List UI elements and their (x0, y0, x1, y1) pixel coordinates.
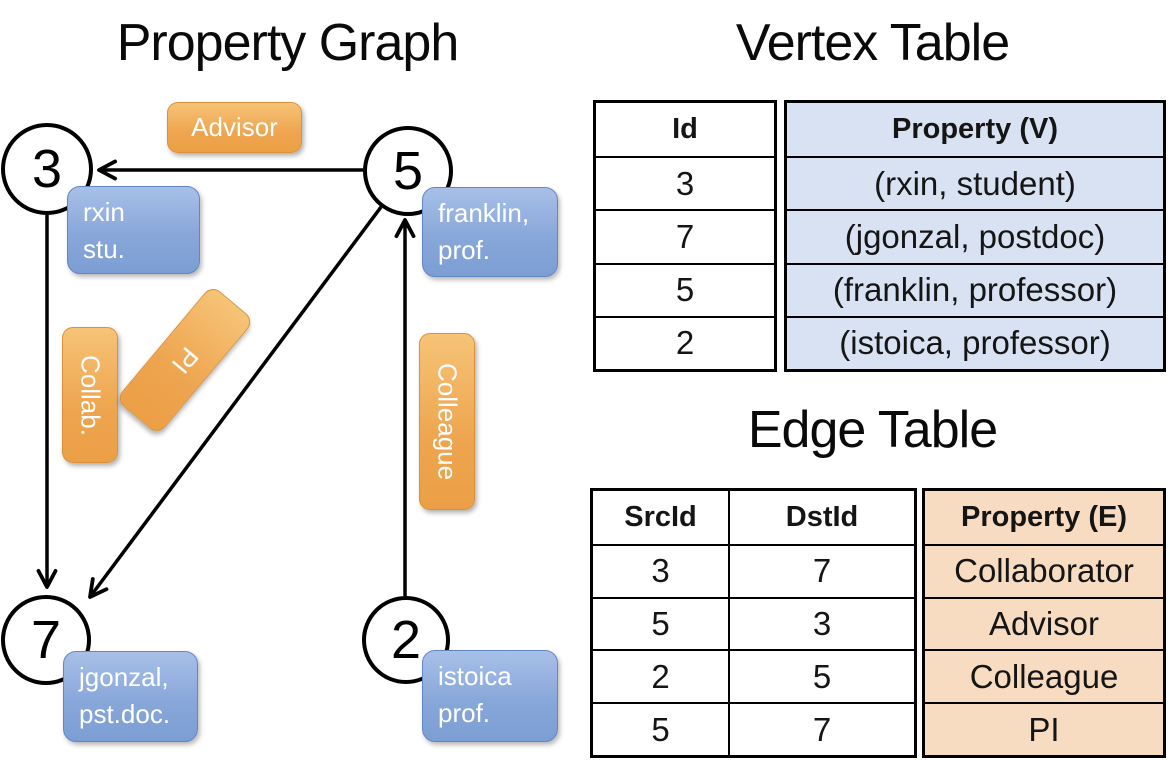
vertex-table-property-header: Property (V) (892, 113, 1058, 146)
edge-table-row-property: Collaborator (925, 543, 1163, 597)
edge-label-collab-text: Collab. (75, 354, 106, 436)
vertex-table-row-property: (franklin, professor) (787, 262, 1163, 316)
edge-table-property-header: Property (E) (961, 500, 1127, 533)
node-7-property-line2: pst.doc. (79, 699, 171, 729)
vertex-table-row-id: 5 (596, 262, 774, 316)
edge-table-dst-header: DstId (728, 491, 914, 544)
node-2-property-line2: prof. (438, 698, 491, 728)
node-3-property-box: rxin stu. (67, 186, 200, 274)
edge-table-header-row: SrcId DstId (593, 491, 914, 544)
edge-table-src-header: SrcId (624, 500, 697, 533)
graph-node-3: 3 (1, 123, 93, 215)
edge-label-pi-text: PI (165, 341, 205, 380)
edge-label-colleague: Colleague (419, 333, 475, 510)
edge-table-row: 5 3 (593, 596, 914, 650)
edge-table-src-dst-columns: SrcId DstId 3 7 5 3 2 5 5 7 (590, 488, 917, 758)
edge-table-row-src: 3 (651, 552, 670, 590)
edge-table-row-property: Colleague (925, 649, 1163, 702)
edge-table-row: 5 7 (593, 702, 914, 755)
node-7-id: 7 (30, 610, 62, 670)
node-5-property-box: franklin, prof. (422, 187, 558, 277)
node-5-id: 5 (392, 141, 424, 201)
edge-table-row-dst: 7 (728, 545, 914, 597)
node-7-property-line1: jgonzal, (79, 662, 169, 692)
node-2-property-line1: istoica (438, 661, 512, 691)
vertex-table-title: Vertex Table (735, 14, 1010, 72)
vertex-table-property-column: Property (V) (rxin, student) (jgonzal, p… (784, 100, 1166, 372)
edge-label-colleague-text: Colleague (432, 362, 463, 481)
edge-table-row-dst: 3 (728, 598, 914, 650)
node-7-property-box: jgonzal, pst.doc. (63, 651, 198, 742)
node-3-property-line1: rxin (83, 197, 125, 227)
edge-table-row-src: 2 (651, 657, 670, 695)
vertex-table-row-id: 3 (596, 156, 774, 209)
edge-label-collab: Collab. (62, 327, 118, 463)
vertex-table-row-property: (jgonzal, postdoc) (787, 209, 1163, 262)
vertex-table-row-id: 7 (596, 209, 774, 262)
property-graph-title: Property Graph (116, 14, 460, 72)
edge-table-row-property: PI (925, 702, 1163, 755)
node-3-id: 3 (31, 139, 63, 199)
edge-table-row-src: 5 (651, 710, 670, 748)
edge-table-title: Edge Table (747, 401, 998, 459)
edge-table-property-column: Property (E) Collaborator Advisor Collea… (922, 488, 1166, 758)
edge-pi-5-to-7 (88, 205, 383, 599)
vertex-table-row-property: (istoica, professor) (787, 315, 1163, 369)
node-3-property-line2: stu. (83, 234, 125, 264)
node-2-property-box: istoica prof. (422, 650, 558, 742)
node-5-property-line2: prof. (438, 235, 491, 265)
edge-table-row-dst: 5 (728, 651, 914, 703)
edge-label-advisor-text: Advisor (191, 112, 278, 142)
vertex-table-row-id: 2 (596, 315, 774, 369)
edge-table-row-property: Advisor (925, 596, 1163, 650)
edge-table-row: 2 5 (593, 649, 914, 703)
edge-table-row-src: 5 (651, 604, 670, 642)
node-5-property-line1: franklin, (438, 198, 530, 228)
node-2-id: 2 (390, 610, 422, 670)
vertex-table-id-column: Id 3 7 5 2 (593, 100, 777, 372)
vertex-table-row-property: (rxin, student) (787, 156, 1163, 209)
edge-table-row: 3 7 (593, 543, 914, 597)
vertex-table-id-header: Id (672, 113, 698, 146)
edge-label-advisor: Advisor (167, 102, 302, 153)
edge-table-row-dst: 7 (728, 704, 914, 755)
